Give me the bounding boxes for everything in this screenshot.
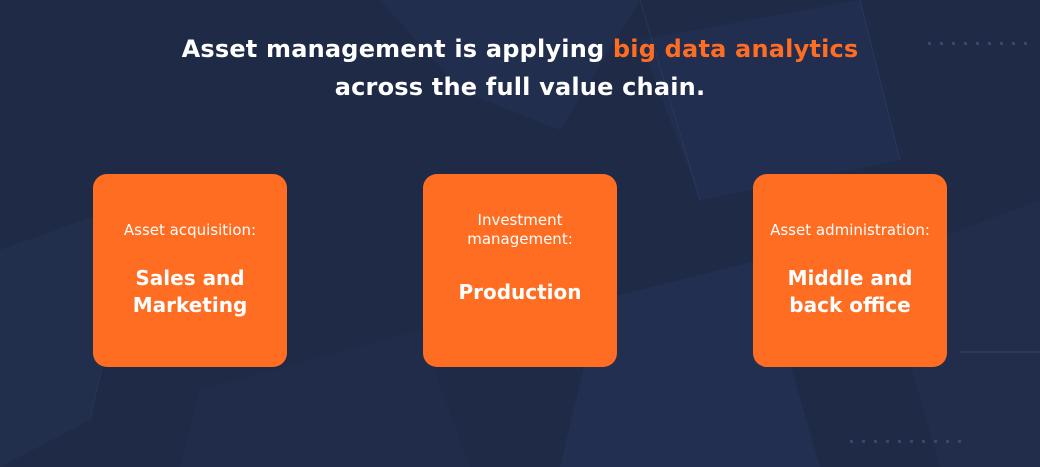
card-title: Production (458, 280, 582, 304)
card-title: Sales and Marketing (132, 266, 248, 317)
card-investment-management: Investment management: Production (423, 174, 617, 367)
headline-line-1: Asset management is applying big data an… (0, 30, 1040, 68)
card-asset-administration: Asset administration: Middle and back of… (753, 174, 947, 367)
headline-highlight: big data analytics (612, 35, 859, 63)
card-label: Investment management: (467, 211, 573, 248)
card-label: Asset administration: (770, 221, 930, 239)
card-asset-acquisition: Asset acquisition: Sales and Marketing (93, 174, 287, 367)
card-label: Asset acquisition: (123, 221, 257, 239)
headline-line-2: across the full value chain. (334, 73, 706, 101)
headline: Asset management is applying big data an… (0, 30, 1040, 106)
headline-text: Asset management is applying (181, 35, 613, 63)
card-title: Middle and back office (787, 266, 913, 317)
